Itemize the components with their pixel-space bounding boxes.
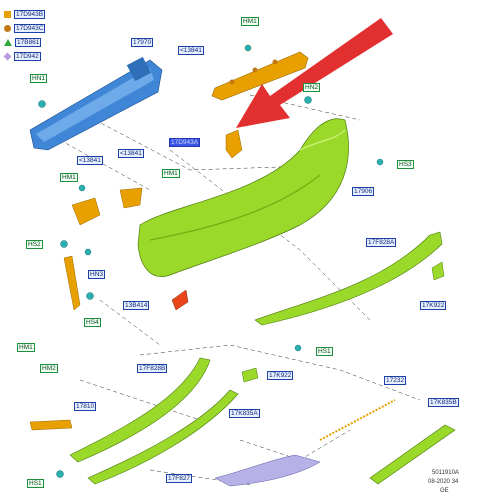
label-hm1-top: HM1 [241,17,259,26]
bar-17810 [29,419,73,431]
legend-row-square: 17D943B [4,9,46,19]
label-hs4: HS4 [84,318,101,327]
cover-17f827 [214,454,321,487]
label-17k922-low: 17K922 [267,371,294,380]
label-hs1-bottom: HS1 [27,479,44,488]
legend-code: 17D943B [14,9,46,19]
square-icon [4,10,11,18]
upper-bracket-orange [211,51,309,101]
red-pointer-arrow [236,18,393,128]
diagram-market: GE [440,488,449,494]
legend-row-circle: 17D943C [4,23,46,33]
label-17k835b: 17K835B [428,398,459,407]
tab-17k922-low [241,367,259,383]
bracket-17d943a [225,129,243,159]
label-hn2: HN2 [303,83,321,92]
label-17810: 17810 [74,402,97,411]
label-17f827: 17F827 [166,474,193,483]
left-side-strip [63,255,81,311]
legend-row-diamond: 17D942 [3,51,41,61]
diagram-date: 08-2020 34 [428,479,459,485]
label-17906: 17906 [352,187,375,196]
label-13841-mid-right: <13841 [118,149,144,158]
label-17k835a: 17K835A [229,409,260,418]
legend-code: 17D942 [14,51,41,61]
impact-beam-17970 [29,56,163,151]
label-17k922-top: 17K922 [420,301,447,310]
diamond-icon [3,52,12,60]
label-hn1: HN1 [30,74,48,83]
legend-code: 17B861 [15,37,42,47]
tab-17k922-top [431,261,445,281]
clips [38,44,384,478]
circle-icon [4,24,11,32]
label-13841-top: <13841 [178,46,204,55]
legend-code: 17D943C [14,23,46,33]
label-hs3: HS3 [397,160,414,169]
label-17232: 17232 [384,376,407,385]
label-hs2: HS2 [26,240,43,249]
label-hs1-mid: HS1 [316,347,333,356]
diagram-code: 5011910A [432,470,459,476]
label-17f828b: 17F828B [137,364,168,373]
label-hm1-mid-right: HM1 [162,169,180,178]
rear-bumper-cover-17906 [137,118,349,277]
triangle-icon [4,38,12,46]
label-13841-mid-left: <13841 [77,156,103,165]
label-hn3: HN3 [88,270,106,279]
label-hm1-mid-left: HM1 [60,173,78,182]
mid-bracket-right [119,187,143,209]
lower-trim-17f828b [69,357,211,463]
label-17f828a: 17F828A [366,238,397,247]
strip-17232 [319,399,396,441]
label-13b414: 13B414 [123,301,150,310]
label-17d943a: 17D943A [169,138,201,147]
trim-17k835b [369,424,456,485]
lower-diffuser-17f828a [254,231,443,326]
label-hm2: HM2 [40,364,58,373]
lower-trim-17k835a [87,389,239,485]
mid-bracket-left [71,197,101,226]
label-hm1-low: HM1 [17,343,35,352]
label-17970: 17970 [131,38,154,47]
reflector-13b414 [171,289,189,311]
legend-row-triangle: 17B861 [4,37,42,47]
